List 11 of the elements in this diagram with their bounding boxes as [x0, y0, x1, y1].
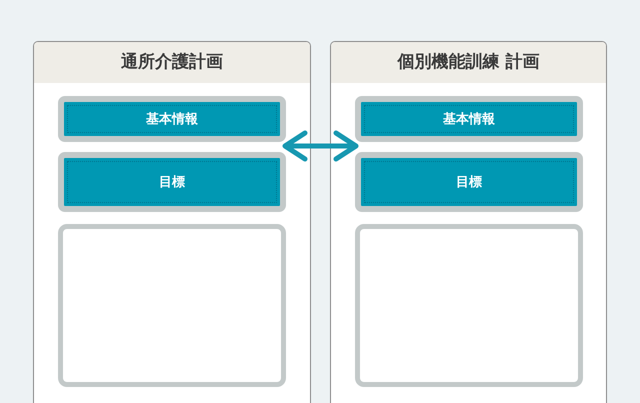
empty-box [355, 224, 583, 387]
panel [33, 41, 311, 403]
info-box: 目標 [58, 152, 286, 212]
arrow [282, 130, 358, 162]
info-box: 目標 [355, 152, 583, 212]
panel [330, 41, 607, 403]
panel-header: 個別機能訓練 計画 [331, 42, 606, 83]
info-box: 基本情報 [355, 96, 583, 142]
empty-box [58, 224, 286, 387]
panel-header: 通所介護計画 [34, 42, 310, 83]
info-box: 基本情報 [58, 96, 286, 142]
